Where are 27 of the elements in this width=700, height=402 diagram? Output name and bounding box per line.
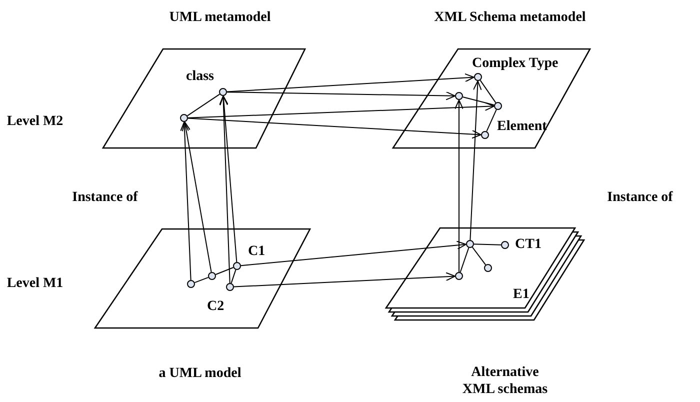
plane-caption: a UML model xyxy=(158,365,242,382)
side-label: Level M2 xyxy=(6,113,64,130)
connector-arrow xyxy=(182,121,212,273)
plane-caption: Alternative XML schemas xyxy=(461,364,549,398)
side-label: Instance of xyxy=(606,189,674,206)
plane-label: Complex Type xyxy=(472,55,558,72)
connector-arrow xyxy=(220,95,238,263)
plane-label: C2 xyxy=(207,298,224,315)
plane-caption: XML Schema metamodel xyxy=(433,9,587,26)
connector-arrow xyxy=(234,272,456,288)
connector-arrow xyxy=(188,102,494,118)
connector-arrow xyxy=(188,118,482,139)
connector-arrow xyxy=(226,91,456,100)
plane-label: C1 xyxy=(248,243,266,260)
connector-arrow xyxy=(218,96,230,284)
side-label: Instance of xyxy=(71,189,139,206)
plane-caption: UML metamodel xyxy=(168,9,272,26)
connector-arrow xyxy=(470,80,482,240)
connector-arrow xyxy=(240,240,467,266)
connector-arrow xyxy=(226,73,474,92)
connector-arrow xyxy=(454,100,464,272)
connector-arrow xyxy=(180,122,192,280)
plane-label: class xyxy=(186,68,214,85)
plane-label: CT1 xyxy=(515,236,542,253)
plane-label: E1 xyxy=(513,286,530,303)
side-label: Level M1 xyxy=(6,275,64,292)
plane-label: Element xyxy=(497,118,547,135)
